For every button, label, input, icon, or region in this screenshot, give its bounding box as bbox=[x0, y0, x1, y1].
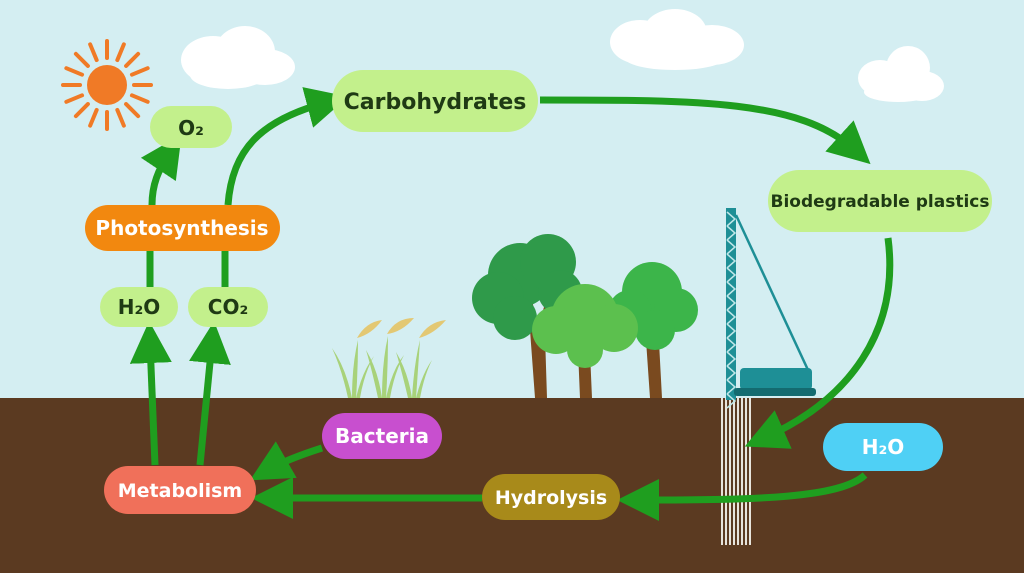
node-co2: CO₂ bbox=[188, 287, 268, 327]
node-biodegradable-plastics: Biodegradable plastics bbox=[768, 170, 992, 232]
cloud-icon bbox=[858, 46, 944, 102]
arrow-bacteria-to-metabolism bbox=[249, 441, 324, 481]
node-h2o-left-label: H₂O bbox=[118, 295, 161, 319]
arrow-h2o-to-hydrolysis bbox=[617, 472, 868, 521]
node-photosynthesis: Photosynthesis bbox=[85, 205, 280, 251]
arrow-carbohydrates-to-plastics bbox=[539, 96, 871, 165]
cloud-icon bbox=[181, 26, 295, 89]
tree-icon bbox=[532, 284, 638, 398]
cloud-icon bbox=[610, 9, 744, 70]
node-biodegradable-plastics-label: Biodegradable plastics bbox=[770, 192, 989, 212]
node-hydrolysis-label: Hydrolysis bbox=[495, 487, 607, 509]
node-hydrolysis: Hydrolysis bbox=[482, 474, 620, 520]
node-metabolism: Metabolism bbox=[104, 466, 256, 514]
node-co2-label: CO₂ bbox=[208, 295, 248, 319]
grass-icon bbox=[332, 318, 446, 398]
node-bacteria: Bacteria bbox=[322, 413, 442, 459]
node-h2o-right-label: H₂O bbox=[862, 435, 905, 459]
node-photosynthesis-label: Photosynthesis bbox=[95, 216, 268, 240]
tree-icon bbox=[608, 262, 698, 398]
sun-icon bbox=[61, 39, 153, 131]
arrow-photosynthesis-to-o2 bbox=[140, 134, 182, 206]
node-o2-label: O₂ bbox=[178, 116, 204, 140]
arrow-plastics-to-soil bbox=[744, 237, 894, 449]
arrow-photosynthesis-to-carbohydrates bbox=[224, 87, 349, 206]
node-carbohydrates-label: Carbohydrates bbox=[344, 90, 527, 115]
arrow-metabolism-to-h2o bbox=[129, 321, 172, 466]
node-carbohydrates: Carbohydrates bbox=[332, 70, 538, 132]
arrow-metabolism-to-co2 bbox=[189, 321, 231, 466]
flow-arrows bbox=[129, 87, 894, 521]
node-h2o-right: H₂O bbox=[823, 423, 943, 471]
node-h2o-left: H₂O bbox=[100, 287, 178, 327]
node-o2: O₂ bbox=[150, 106, 232, 148]
pile-driver-icon bbox=[721, 208, 816, 545]
node-bacteria-label: Bacteria bbox=[335, 424, 429, 448]
node-metabolism-label: Metabolism bbox=[118, 480, 242, 502]
